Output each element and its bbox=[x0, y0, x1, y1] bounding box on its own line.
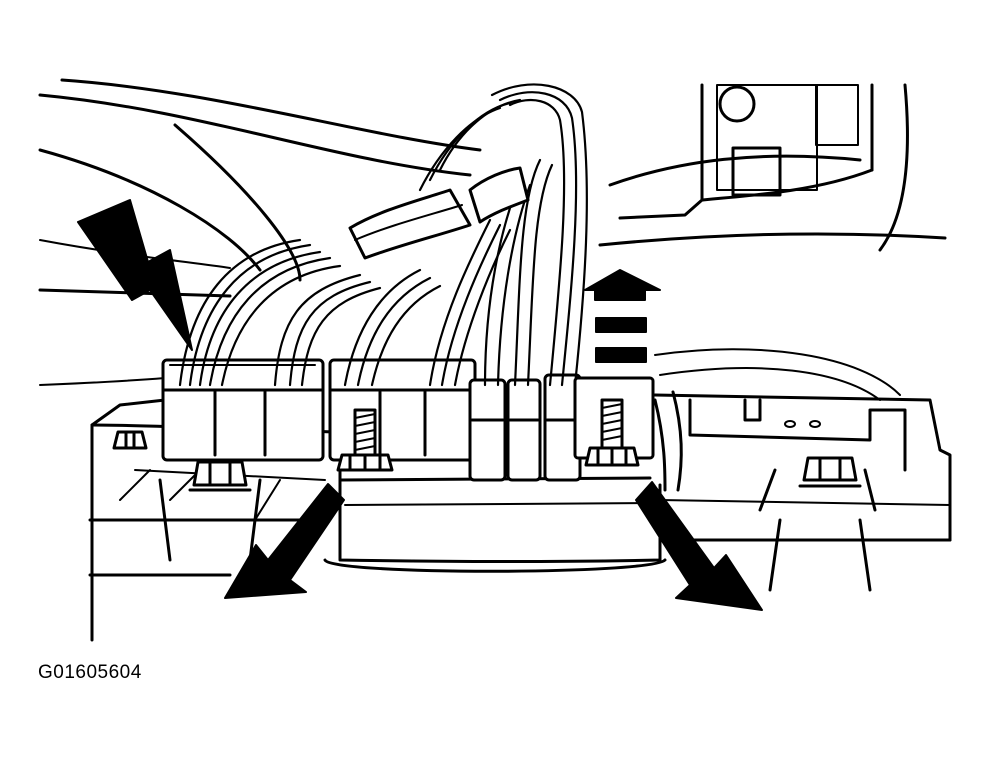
left-bolt bbox=[336, 408, 394, 472]
left-connector bbox=[161, 358, 325, 462]
right-nut bbox=[798, 456, 862, 488]
background-body-lines bbox=[38, 78, 947, 401]
figure-code-label: G01605604 bbox=[38, 662, 142, 683]
lower-left-arrow bbox=[224, 483, 345, 599]
panel-hole-circle bbox=[718, 85, 756, 123]
removal-direction-arrow bbox=[584, 269, 661, 363]
lower-right-arrow bbox=[635, 481, 763, 611]
upper-right-panel bbox=[618, 83, 909, 252]
right-terminals bbox=[468, 373, 655, 482]
left-nut bbox=[188, 460, 252, 492]
wire-harness bbox=[178, 83, 588, 387]
right-bolt bbox=[584, 398, 640, 467]
center-module bbox=[323, 390, 683, 573]
upper-left-arrow bbox=[77, 199, 193, 351]
middle-connector bbox=[328, 358, 477, 462]
right-housing bbox=[653, 393, 952, 592]
small-nut bbox=[112, 430, 148, 450]
panel-square bbox=[731, 146, 782, 197]
